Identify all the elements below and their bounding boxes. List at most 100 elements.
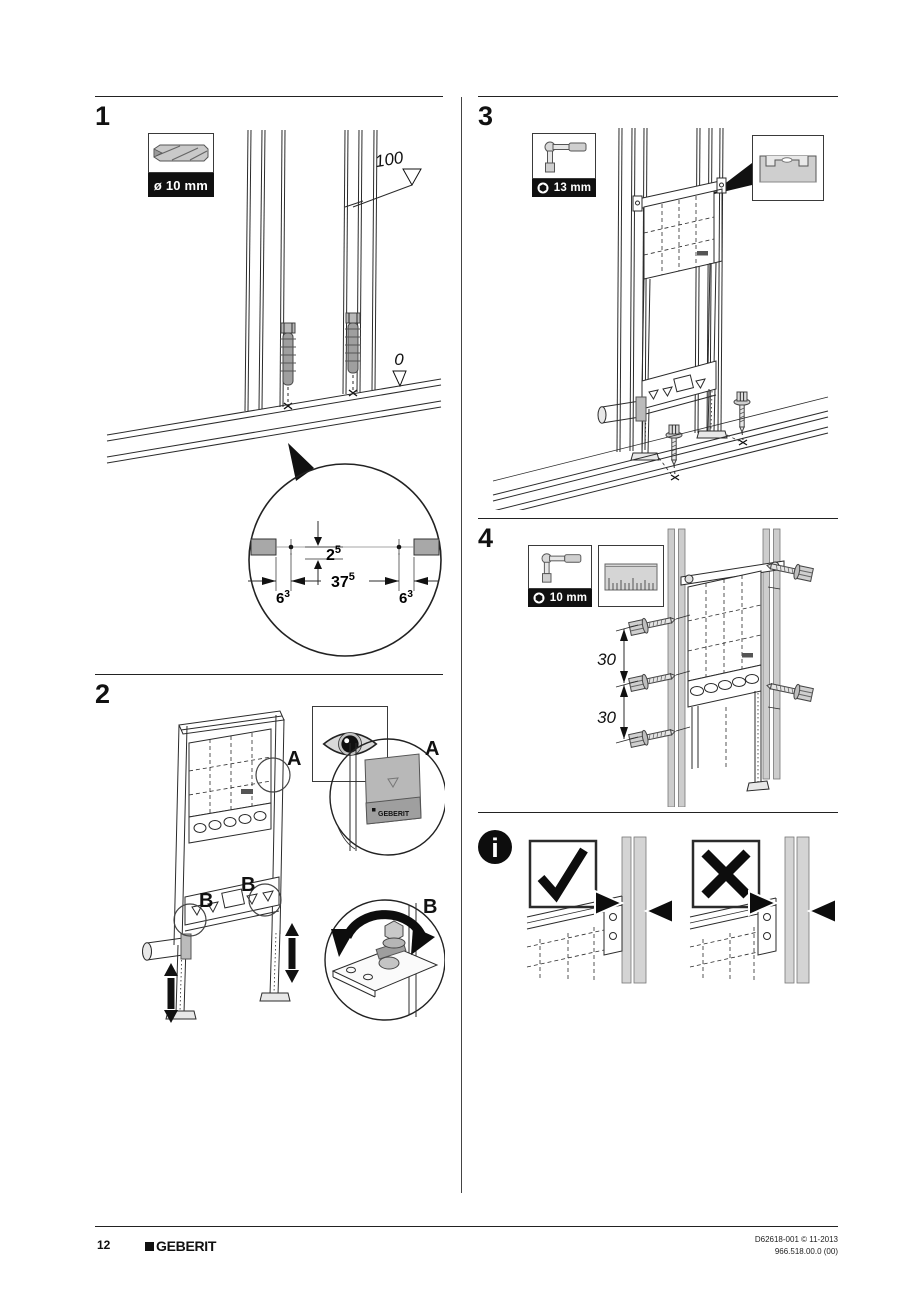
level-mark-100 [344,168,422,208]
dim-6-3-right [414,577,439,585]
cross-icon [701,849,751,899]
drain-pipe [142,933,192,961]
detail-a-circle [329,738,445,856]
label-b-right: B [241,874,255,896]
doc-version: 966.518.00.0 (00) [774,1246,838,1256]
spirit-level-icon [759,155,817,183]
info-glyph: i [491,833,499,863]
frame-oval-band [188,802,272,844]
socket-size-label-13: 13 mm [532,179,596,197]
rail [784,836,810,984]
label-a-frame: A [287,748,301,770]
dim-6-3-left [248,577,276,585]
drill-toolbox [148,133,214,173]
wall-stud-left [616,127,648,453]
ok-example [526,836,674,984]
frame-lower-crossbar [184,876,280,932]
dim-30-text-1: 30 [597,650,616,669]
frame-top-bar [632,177,727,212]
dim-6-3-left-text: 63 [276,589,290,607]
doc-reference: D62618-001 © 11-2013 [754,1235,838,1244]
step2-rule [95,674,443,675]
cistern-plate [188,728,272,818]
dim-37-5-text: 375 [331,571,355,591]
flush-arrows [594,889,674,925]
wrench-toolbox-13 [532,133,596,179]
ok-box [528,839,598,909]
not-ok-example [689,836,837,984]
drill-size-label: ø 10 mm [148,173,214,197]
checkmark-icon [537,847,588,903]
dim-37-5 [291,577,399,585]
step4-drawing: 30 30 [597,528,814,807]
info-icon: i [478,830,512,864]
drain-pipe [597,396,647,424]
footer-page-number: 12 [97,1238,111,1252]
wall-plug-left [280,322,296,410]
step4-rule [478,518,838,519]
label-b-detail: B [423,896,437,918]
dim-6-3-right-text: 63 [399,589,413,607]
label-b-left: B [199,890,213,912]
dim-0-text: 0 [394,350,404,369]
info-section: i [478,830,837,984]
footer-doc-info: D62618-001 © 11-2013 966.518.00.0 (00) [638,1234,838,1257]
step1-drawing: 100 0 25 375 63 63 [106,129,442,657]
gap-arrows [748,889,837,925]
dim-30-arrows [615,624,639,744]
geberit-logo-square [145,1241,154,1251]
height-adjust-arrows [164,923,299,1023]
frame-legs [691,690,770,792]
level-mark-zero [392,370,407,388]
step4-number: 4 [478,523,494,553]
wall-screw-left-3 [628,728,676,748]
hex-socket-icon [533,592,545,604]
ruler-box [598,545,664,607]
detail-b-circle [324,899,445,1021]
geberit-logo: GEBERIT [145,1238,216,1254]
drill-size-text: ø 10 mm [153,177,209,193]
drill-bit-icon [153,144,209,162]
step3-rule [478,96,838,97]
detail-b-marker-left [173,903,207,937]
cistern-plate [643,188,723,280]
detail-a-marker [255,757,291,793]
floor-lines [492,396,829,510]
wall-stud-left [244,129,286,412]
rotate-arrow [331,910,435,957]
step3-number: 3 [478,101,494,131]
footer-rule [95,1226,838,1227]
sticker-brand-text: GEBERIT [378,811,410,818]
hex-socket-icon [537,182,549,194]
dim-100-text: 100 [374,148,406,171]
stud-section-left [250,538,277,556]
cistern-plate [687,570,762,682]
spirit-level-box [752,135,824,201]
floor-screw-right [726,391,751,446]
wrench-toolbox-10 [528,545,592,589]
info-rule [478,812,838,813]
mounting-rail-left [667,528,686,807]
step2-number: 2 [95,679,111,709]
detail-b-marker-right [248,883,282,917]
frame-lower-crossbar [641,360,717,416]
stud-section-right [413,538,440,556]
column-divider [461,97,462,1193]
ruler-icon [604,563,658,591]
socket-size-text-10: 10 mm [549,592,588,604]
wall-screw-right-2 [766,682,814,702]
dim-2-5-text: 25 [326,544,341,564]
socket-size-label-10: 10 mm [528,589,592,607]
socket-wrench-icon [541,553,582,583]
adjust-nut [378,920,406,970]
mounting-rail-right [762,528,781,780]
frame-corner-gap [689,897,777,981]
step1-number: 1 [95,101,111,131]
geberit-logo-text: GEBERIT [156,1238,217,1254]
frame-rails [641,262,717,386]
wall-screw-left-1 [628,616,676,636]
socket-size-text-13: 13 mm [553,182,592,194]
detail-circle [248,463,442,657]
step2-drawing: A B B A B GEBERIT [142,710,445,1023]
